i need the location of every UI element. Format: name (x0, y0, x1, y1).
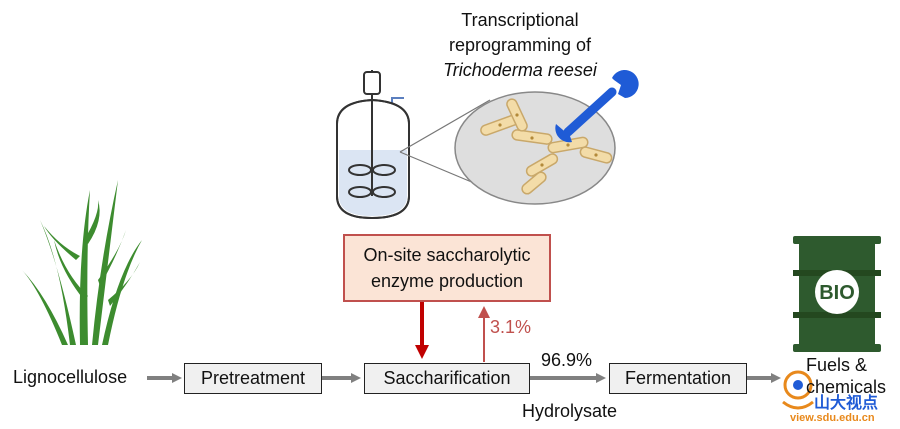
fermentation-box: Fermentation (609, 363, 747, 394)
enzyme-box-line-1: On-site saccharolytic (363, 245, 531, 265)
pretreatment-box: Pretreatment (184, 363, 322, 394)
bio-barrel-icon (793, 236, 881, 352)
barrel-bio-text: BIO (819, 282, 855, 304)
bioreactor-icon (336, 70, 410, 220)
products-label: Fuels & chemicals (806, 354, 886, 398)
watermark-cn-text: 山大视点 (814, 395, 879, 412)
title-line-1: Transcriptional (461, 10, 579, 30)
percent-forward-label: 96.9% (541, 350, 593, 370)
watermark-logo-icon (782, 370, 814, 410)
watermark-url-text: view.sdu.edu.cn (790, 412, 875, 424)
products-line-2: chemicals (806, 377, 887, 397)
lignocellulose-plant-icon (22, 180, 142, 345)
diagram-title: Transcriptional reprogramming of Trichod… (420, 8, 620, 83)
title-line-3: Trichoderma reesei (443, 60, 597, 80)
enzyme-production-box: On-site saccharolytic enzyme production (343, 234, 551, 302)
hydrolysate-label: Hydrolysate (522, 401, 618, 421)
saccharification-box: Saccharification (364, 363, 530, 394)
wrench-icon (555, 70, 639, 143)
lignocellulose-label: Lignocellulose (13, 367, 128, 387)
percent-return-label: 3.1% (490, 317, 532, 337)
title-line-2: reprogramming of (448, 35, 592, 55)
products-line-1: Fuels & (806, 355, 868, 375)
enzyme-box-line-2: enzyme production (370, 271, 524, 291)
